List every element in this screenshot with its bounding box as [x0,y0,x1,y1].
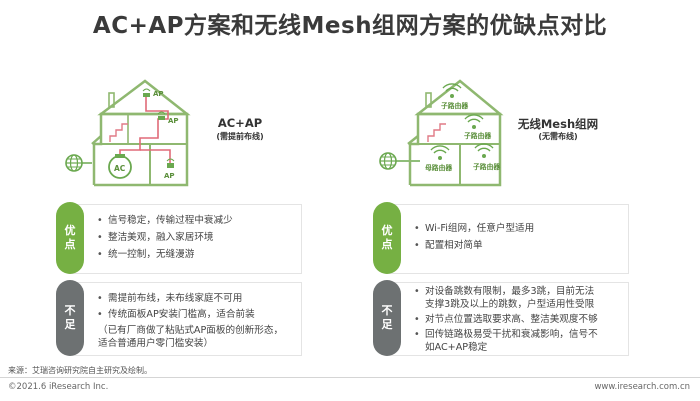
list-item: 对节点位置选取要求高、整洁美观度不够 [413,313,625,326]
right-house: 子路由器 子路由器 母路由器 子路由器 [379,79,504,187]
badge-char: 点 [64,238,76,251]
badge-char: 足 [64,318,76,331]
right-cons-badge: 不 足 [373,280,401,356]
badge-char: 足 [381,318,393,331]
badge-char: 优 [64,224,76,237]
list-item: 信号稳定，传输过程中衰减少 [96,214,296,227]
right-cons-list: 对设备跳数有限制，最多3跳，目前无法 支撑3跳及以上的跳数，户型适用性受限 对节… [413,285,625,354]
router-label: 子路由器 [464,131,491,140]
list-item: 传统面板AP安装门槛高，适合前装 [96,308,300,321]
left-cons-list: 需提前布线，未布线家庭不可用 传统面板AP安装门槛高，适合前装 （已有厂商做了粘… [96,292,300,350]
router-label: 子路由器 [473,162,500,171]
footer-divider [0,377,700,378]
ap-device-icon [142,88,151,97]
list-item: 回传链路极易受干扰和衰减影响，信号不 [413,328,625,341]
left-cons-badge: 不 足 [56,280,84,356]
right-pros-list: Wi-Fi组网，任意户型适用 配置相对简单 [413,222,623,252]
list-item: 适合普通用户零门槛安装） [98,338,214,349]
page-title: AC+AP方案和无线Mesh组网方案的优缺点对比 [92,13,608,39]
list-item: 统一控制，无缝漫游 [96,248,296,261]
list-item: 配置相对简单 [413,239,623,252]
source-note: 来源：艾瑞咨询研究院自主研究及绘制。 [8,366,152,375]
list-item: 对设备跳数有限制，最多3跳，目前无法 [413,285,625,298]
router-label: 母路由器 [425,163,452,172]
right-caption: 无线Mesh组网 [517,117,599,131]
ac-label: AC [114,164,126,173]
house-illustrations: AP AP AP AC [65,79,504,187]
router-label: 子路由器 [441,101,468,110]
wifi-signal-icon [442,83,462,98]
list-item: Wi-Fi组网，任意户型适用 [413,222,623,235]
globe-icon [379,152,420,170]
wifi-signal-icon [474,143,494,158]
left-house: AP AP AP AC [65,79,191,187]
wifi-signal-icon [430,145,450,160]
list-item: 需提前布线，未布线家庭不可用 [96,292,300,305]
list-item: 整洁美观，融入家居环境 [96,231,296,244]
right-subcaption: (无需布线) [538,132,578,141]
left-caption: AC+AP [217,116,263,130]
site-url: www.iresearch.com.cn [594,382,690,392]
globe-icon [65,154,92,172]
ap-device-icon [166,158,175,168]
badge-char: 不 [64,304,76,317]
badge-char: 不 [381,304,393,317]
ac-controller-icon [108,154,132,179]
ap-label: AP [168,117,179,125]
badge-char: 点 [381,238,393,251]
left-pros-list: 信号稳定，传输过程中衰减少 整洁美观，融入家居环境 统一控制，无缝漫游 [96,214,296,261]
badge-char: 优 [381,224,393,237]
list-item: 支撑3跳及以上的跳数，户型适用性受限 [425,299,595,310]
right-pros-badge: 优 点 [373,202,401,274]
list-item: 如AC+AP稳定 [425,342,488,353]
left-pros-badge: 优 点 [56,202,84,274]
wifi-signal-icon [464,114,484,129]
left-subcaption: (需提前布线) [216,132,264,141]
list-item: （已有厂商做了粘贴式AP面板的创新形态， [98,325,284,336]
copyright: ©2021.6 iResearch Inc. [8,382,109,392]
ap-label: AP [153,90,164,98]
ap-label: AP [164,172,175,180]
ap-device-icon [157,111,166,120]
